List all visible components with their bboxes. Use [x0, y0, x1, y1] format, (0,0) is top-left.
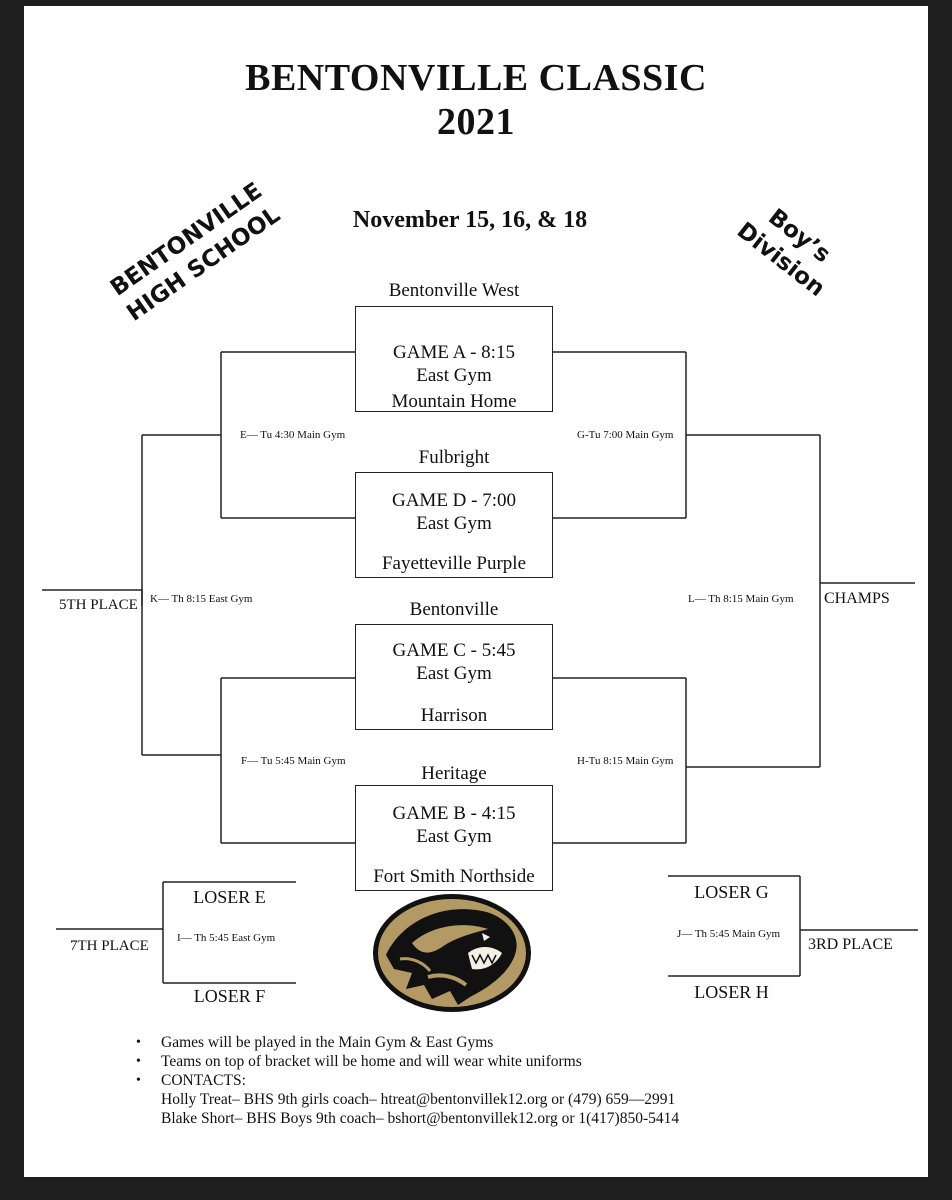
bullet-icon: • — [136, 1073, 141, 1088]
slot-e-label: E— Tu 4:30 Main Gym — [240, 429, 346, 441]
game-a-venue: East Gym — [416, 365, 492, 386]
slot-i-label: I— Th 5:45 East Gym — [177, 932, 276, 944]
note-text: CONTACTS: — [161, 1072, 246, 1089]
game-c-top-team: Bentonville — [409, 599, 499, 620]
note-text: Games will be played in the Main Gym & E… — [161, 1034, 494, 1051]
game-b-bottom-team: Fort Smith Northside — [373, 866, 535, 887]
bullet-icon: • — [136, 1054, 141, 1069]
contact-line: Holly Treat– BHS 9th girls coach– htreat… — [161, 1091, 676, 1108]
game-b-top-team: Heritage — [421, 763, 487, 784]
fifth-place-line — [42, 589, 143, 606]
game-b-box: GAME B - 4:15 East Gym Fort Smith Norths… — [355, 785, 553, 891]
slot-f-label: F— Tu 5:45 Main Gym — [241, 755, 346, 767]
game-c-time: GAME C - 5:45 — [392, 640, 516, 661]
note-text: Teams on top of bracket will be home and… — [161, 1053, 582, 1070]
notes-list: • Games will be played in the Main Gym & … — [136, 1033, 679, 1128]
champs-label: CHAMPS — [824, 590, 890, 607]
slot-h-label: H-Tu 8:15 Main Gym — [577, 755, 674, 767]
slot-g-label: G-Tu 7:00 Main Gym — [577, 429, 674, 441]
loser-f-label: LOSER F — [193, 986, 266, 1006]
slot-k-label: K— Th 8:15 East Gym — [150, 593, 253, 605]
game-a-top-team: Bentonville West — [388, 280, 520, 301]
third-place-label: 3RD PLACE — [808, 936, 893, 953]
game-a-box: GAME A - 8:15 East Gym Mountain Home — [355, 306, 553, 412]
fifth-place-label: 5TH PLACE — [59, 597, 138, 613]
event-dates: November 15, 16, & 18 — [352, 207, 588, 233]
game-d-bottom-team: Fayetteville Purple — [381, 553, 527, 574]
game-d-time: GAME D - 7:00 — [391, 490, 517, 511]
game-d-top-team: Fulbright — [418, 447, 490, 468]
note-item: • Games will be played in the Main Gym & … — [136, 1033, 679, 1052]
game-a-time: GAME A - 8:15 — [393, 342, 515, 363]
bullet-icon: • — [136, 1035, 141, 1050]
loser-g-label: LOSER G — [694, 882, 769, 902]
game-c-box: GAME C - 5:45 East Gym Harrison — [355, 624, 553, 730]
event-year: 2021 — [437, 101, 515, 143]
game-b-time: GAME B - 4:15 — [392, 803, 516, 824]
note-item: • Teams on top of bracket will be home an… — [136, 1052, 679, 1071]
game-d-venue: East Gym — [416, 513, 492, 534]
note-item: • CONTACTS: — [136, 1071, 679, 1090]
tiger-head-logo-icon — [373, 894, 531, 1012]
contact-line: Blake Short– BHS Boys 9th coach– bshort@… — [161, 1110, 680, 1127]
game-b-venue: East Gym — [416, 826, 492, 847]
slot-l-label: L— Th 8:15 Main Gym — [688, 593, 794, 605]
game-d-box: GAME D - 7:00 East Gym Fayetteville Purp… — [355, 472, 553, 578]
slot-j-label: J— Th 5:45 Main Gym — [677, 928, 781, 940]
game-a-bottom-team: Mountain Home — [391, 391, 517, 412]
game-c-bottom-team: Harrison — [420, 705, 488, 726]
event-title: BENTONVILLE CLASSIC — [245, 57, 707, 99]
loser-h-label: LOSER H — [694, 982, 769, 1002]
loser-e-label: LOSER E — [193, 887, 266, 907]
seventh-place-label: 7TH PLACE — [70, 938, 149, 954]
game-c-venue: East Gym — [416, 663, 492, 684]
